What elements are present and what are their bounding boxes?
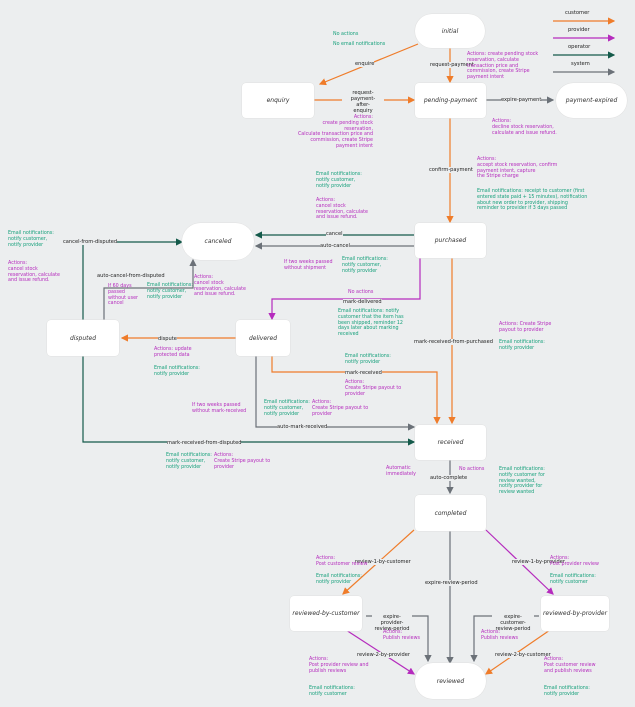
note-rpae-actions: Actions: create pending stock reservatio… xyxy=(297,115,373,149)
note-confirm-actions: Actions: accept stock reservation, confi… xyxy=(477,157,558,180)
note-dispute-actions: Actions: update protected data xyxy=(154,347,192,358)
transition-request-payment-after-enquiry: request-payment- after- enquiry xyxy=(342,90,384,114)
transition-mark-received: mark-received xyxy=(345,370,382,376)
transition-cancel-from-disputed: cancel-from-disputed xyxy=(63,239,118,245)
note-amr-condition: If two weeks passed without mark-receive… xyxy=(192,403,247,414)
note-amr-email: Email notifications: notify customer, no… xyxy=(264,400,310,417)
note-request-payment-actions: Actions: create pending stock reservatio… xyxy=(467,52,539,81)
note-acfd-actions: Actions: cancel stock reservation, calcu… xyxy=(194,275,246,298)
note-mrfd-email: Email notifications: notify customer, no… xyxy=(166,453,212,470)
note-dispute-email: Email notifications: notify provider xyxy=(154,366,200,377)
legend-label-operator: operator xyxy=(568,44,591,50)
note-mark-delivered-email: Email notifications: notify customer tha… xyxy=(338,309,404,338)
note-auto-complete-email: Email notifications: notify customer for… xyxy=(499,467,545,496)
note-r2c-email: Email notifications: notify provider xyxy=(544,686,590,697)
transition-expire-customer-review-period: expire-customer- review-period xyxy=(492,614,534,632)
state-completed[interactable]: completed xyxy=(415,495,486,531)
legend-label-system: system xyxy=(571,61,590,67)
state-initial[interactable]: initial xyxy=(415,14,485,48)
note-auto-complete-actions: No actions xyxy=(459,467,485,472)
note-amr-actions: Actions: Create Stripe payout to provide… xyxy=(312,400,369,417)
note-r1p-email: Email notifications: notify customer xyxy=(550,574,596,585)
state-pending-payment[interactable]: pending-payment xyxy=(415,83,486,118)
state-purchased[interactable]: purchased xyxy=(415,223,486,258)
note-cfd-email: Email notifications: notify customer, no… xyxy=(8,231,54,248)
note-mark-received-email: Email notifications: notify provider xyxy=(345,354,391,365)
state-disputed[interactable]: disputed xyxy=(47,320,119,356)
state-payment-expired[interactable]: payment-expired xyxy=(556,83,627,118)
edge-auto-mark-received xyxy=(255,356,416,431)
legend-label-provider: provider xyxy=(568,27,590,33)
note-acfd-email: Email notifications: notify customer, no… xyxy=(147,283,193,300)
note-initial-email: No email notifications xyxy=(333,42,386,47)
note-mark-delivered-actions: No actions xyxy=(348,290,374,295)
note-expire-actions: Actions: decline stock reservation, calc… xyxy=(492,119,557,136)
note-r2p-email: Email notifications: notify customer xyxy=(309,686,355,697)
note-cancel-email: Email notifications: notify customer, no… xyxy=(316,172,362,189)
transition-mark-received-from-disputed: mark-received-from-disputed xyxy=(167,440,242,446)
state-reviewed[interactable]: reviewed xyxy=(415,663,486,699)
transition-cancel: cancel xyxy=(326,231,343,237)
transition-expire-payment: expire-payment xyxy=(501,97,542,103)
note-initial-actions: No actions xyxy=(333,32,359,37)
transition-auto-cancel-from-disputed: auto-cancel-from-disputed xyxy=(97,273,165,279)
state-enquiry[interactable]: enquiry xyxy=(242,83,314,118)
note-confirm-email: Email notifications: receipt to customer… xyxy=(477,189,588,212)
transition-mark-received-from-purchased: mark-received-from-purchased xyxy=(414,339,493,345)
transition-auto-cancel: auto-cancel xyxy=(320,243,350,249)
note-r1p-actions: Actions: Post provider review xyxy=(550,556,599,567)
state-delivered[interactable]: delivered xyxy=(236,320,290,356)
note-r1c-email: Email notifications: notify provider xyxy=(316,574,362,585)
edge-cancel-from-disputed xyxy=(82,238,184,320)
transition-review-1-by-customer: review-1-by-customer xyxy=(355,559,411,565)
note-mark-received-actions: Actions: Create Stripe payout to provide… xyxy=(345,380,402,397)
legend-label-customer: customer xyxy=(565,10,590,16)
state-reviewed-by-customer[interactable]: reviewed-by-customer xyxy=(290,596,362,631)
note-cancel-actions: Actions: cancel stock reservation, calcu… xyxy=(316,198,368,221)
transition-review-2-by-provider: review-2-by-provider xyxy=(357,652,410,658)
edge-auto-cancel-from-disputed xyxy=(103,258,197,320)
note-mrfd-actions: Actions: Create Stripe payout to provide… xyxy=(214,453,271,470)
state-canceled[interactable]: canceled xyxy=(182,223,254,260)
note-auto-complete-automatic: Automatic immediately xyxy=(386,466,416,477)
note-mrfp-email: Email notifications: notify provider xyxy=(499,340,545,351)
transition-review-2-by-customer: review-2-by-customer xyxy=(495,652,551,658)
state-reviewed-by-provider[interactable]: reviewed-by-provider xyxy=(541,596,609,631)
transition-mark-delivered: mark-delivered xyxy=(343,299,382,305)
transition-confirm-payment: confirm-payment xyxy=(429,167,473,173)
transition-enquire: enquire xyxy=(355,61,375,67)
note-acfd-condition: If 60 days passed without user cancel xyxy=(108,284,139,307)
transition-request-payment: request-payment xyxy=(430,62,474,68)
transition-dispute: dispute xyxy=(158,336,177,342)
note-r1c-actions: Actions: Post customer review xyxy=(316,556,368,567)
note-r2p-actions: Actions: Post provider review and publis… xyxy=(309,657,369,674)
note-epr-actions: Actions: Publish reviews xyxy=(383,630,420,641)
note-cfd-actions: Actions: cancel stock reservation, calcu… xyxy=(8,261,60,284)
transition-expire-review-period: expire-review-period xyxy=(425,580,478,586)
transition-auto-complete: auto-complete xyxy=(430,475,468,481)
transition-auto-mark-received: auto-mark-received xyxy=(277,424,328,430)
note-auto-cancel-email: Email notifications: notify customer, no… xyxy=(342,257,388,274)
state-received[interactable]: received xyxy=(415,425,486,460)
note-mrfp-actions: Actions: Create Stripe payout to provide… xyxy=(499,322,552,333)
edge-mark-received-from-disputed xyxy=(82,356,416,446)
note-auto-cancel-condition: If two weeks passed without shipment xyxy=(284,260,333,271)
note-ecr-actions: Actions: Publish reviews xyxy=(481,630,518,641)
note-r2c-actions: Actions: Post customer review and publis… xyxy=(544,657,596,674)
transition-expire-provider-review-period: expire-provider- review-period xyxy=(372,614,412,632)
transition-review-1-by-provider: review-1-by-provider xyxy=(512,559,565,565)
